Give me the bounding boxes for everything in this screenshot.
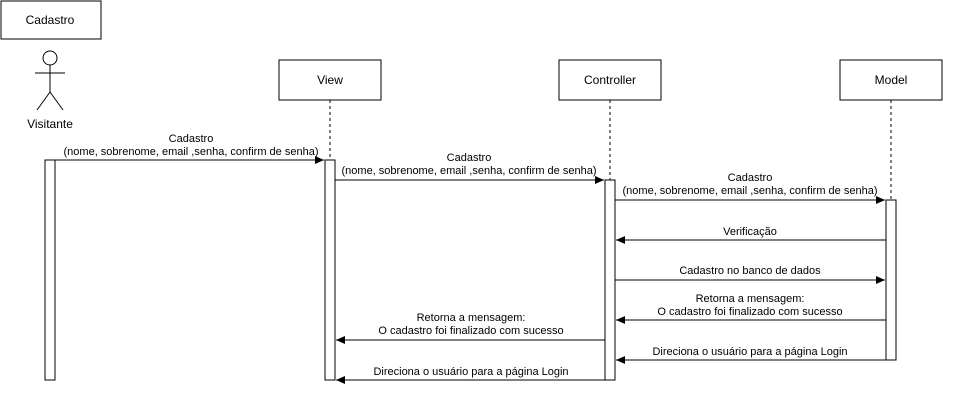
message-2-line-2: (nome, sobrenome, email ,senha, confirm … bbox=[342, 165, 597, 177]
frame-title: Cadastro bbox=[0, 0, 102, 40]
message-4-line-1: Verificação bbox=[723, 226, 777, 238]
activation-actor bbox=[44, 159, 56, 381]
message-3-line-1: Cadastro bbox=[728, 172, 773, 184]
message-1-line-1: Cadastro bbox=[169, 133, 214, 145]
message-8-line-1: Direciona o usuário para a página Login bbox=[652, 346, 847, 358]
participant-view-label: View bbox=[317, 73, 343, 87]
message-1-line-2: (nome, sobrenome, email ,senha, confirm … bbox=[64, 146, 319, 158]
message-7-line-1: Retorna a mensagem: bbox=[417, 312, 526, 324]
activation-controller bbox=[604, 179, 616, 381]
actor-visitante: Visitante bbox=[27, 50, 73, 131]
message-6-line-2: O cadastro foi finalizado com sucesso bbox=[657, 306, 842, 318]
activation-view bbox=[324, 159, 336, 381]
participant-controller-label: Controller bbox=[584, 73, 636, 87]
participant-model-label: Model bbox=[875, 73, 908, 87]
message-3-line-2: (nome, sobrenome, email ,senha, confirm … bbox=[623, 185, 878, 197]
participant-model: Model bbox=[839, 59, 943, 101]
message-2-line-1: Cadastro bbox=[447, 152, 492, 164]
frame-title-text: Cadastro bbox=[26, 13, 75, 27]
participant-controller: Controller bbox=[558, 59, 662, 101]
stick-figure-icon bbox=[35, 50, 65, 111]
participant-view: View bbox=[278, 59, 382, 101]
actor-label: Visitante bbox=[27, 117, 73, 131]
message-9-line-1: Direciona o usuário para a página Login bbox=[373, 366, 568, 378]
activation-model bbox=[885, 199, 897, 361]
message-7-line-2: O cadastro foi finalizado com sucesso bbox=[378, 325, 563, 337]
message-5-line-1: Cadastro no banco de dados bbox=[679, 265, 821, 277]
message-6-line-1: Retorna a mensagem: bbox=[696, 293, 805, 305]
